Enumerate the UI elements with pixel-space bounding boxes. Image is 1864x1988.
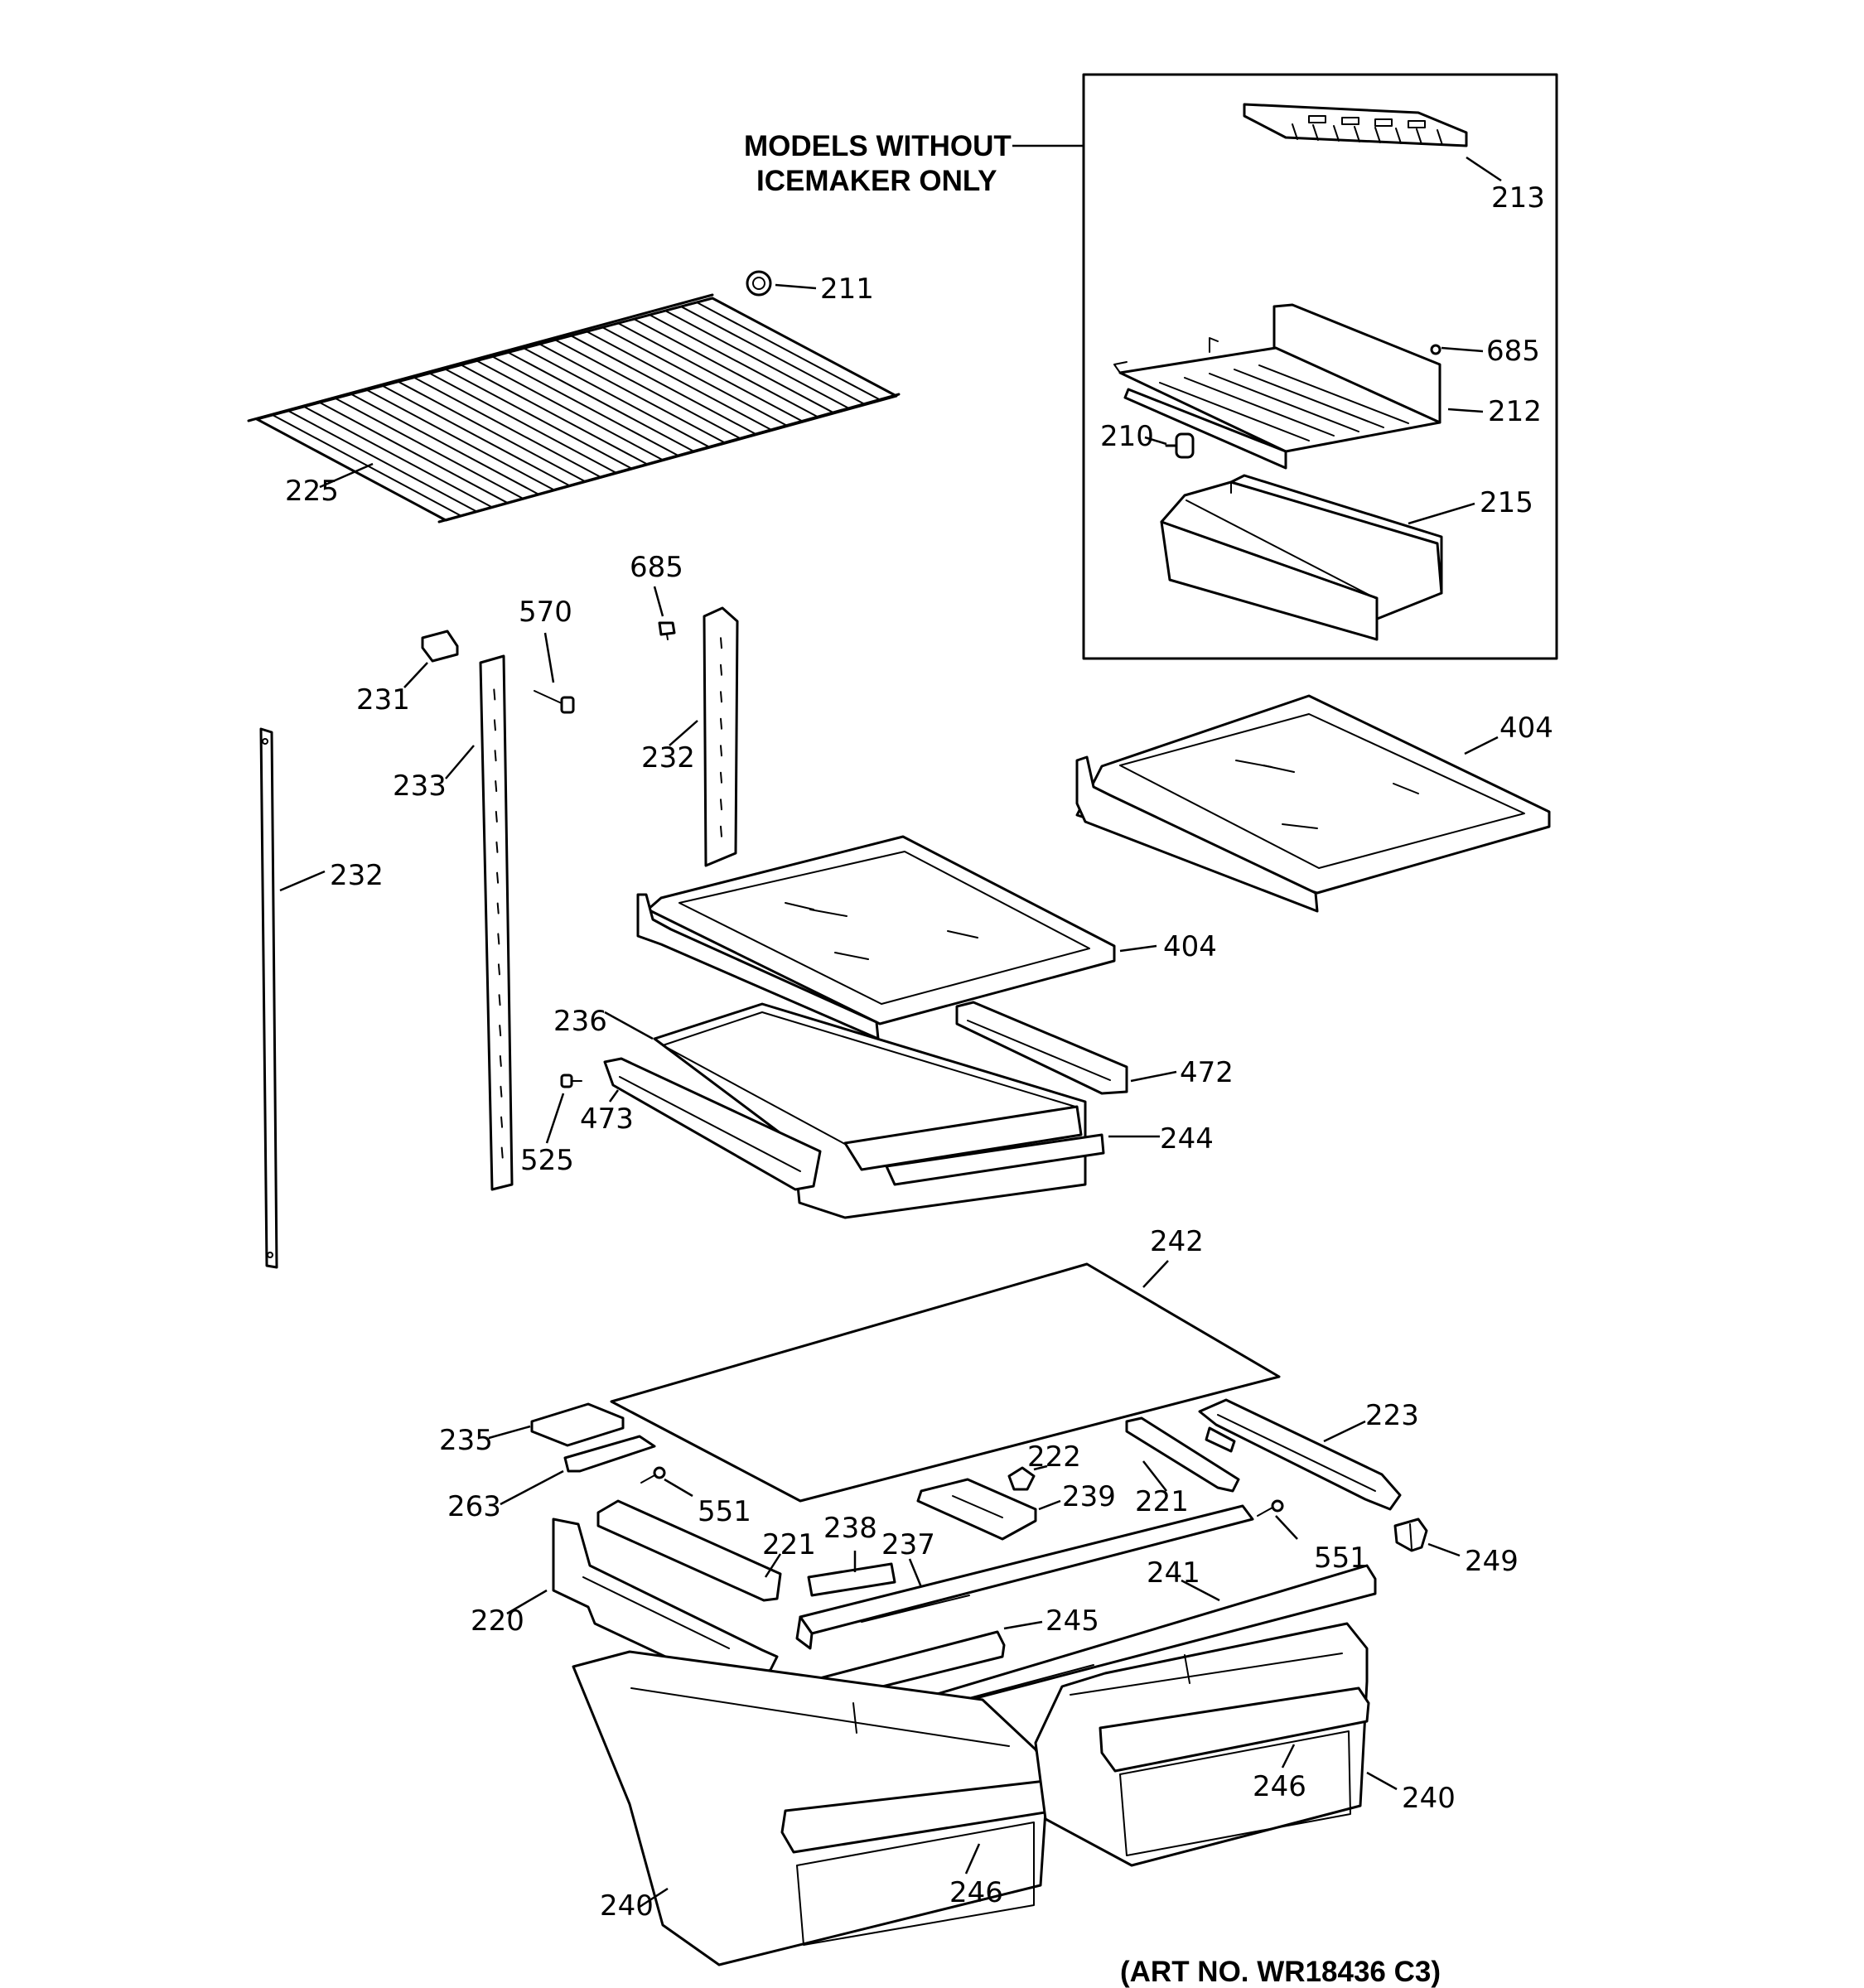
callout-242: 242 bbox=[1150, 1225, 1204, 1258]
callout-222: 222 bbox=[1027, 1440, 1081, 1474]
note-line-2: ICEMAKER ONLY bbox=[756, 165, 997, 197]
bracket-235: 235 bbox=[439, 1402, 625, 1457]
screw-551-left: 551 bbox=[640, 1466, 751, 1528]
screw-551-right: 551 bbox=[1257, 1499, 1368, 1575]
callout-472: 472 bbox=[1180, 1056, 1234, 1089]
rail-232-left: 232 bbox=[259, 727, 384, 1269]
screw-570: 570 bbox=[519, 596, 575, 714]
callout-246-right: 246 bbox=[1253, 1770, 1306, 1803]
callout-235: 235 bbox=[439, 1424, 493, 1457]
screw-685: 685 bbox=[630, 551, 683, 640]
bracket-239: 239 bbox=[916, 1478, 1116, 1541]
callout-232-mid: 232 bbox=[641, 741, 695, 774]
ladder-232-mid: 232 bbox=[641, 606, 739, 867]
slide-472: 472 bbox=[955, 1001, 1234, 1095]
screw-525: 525 bbox=[520, 1074, 582, 1177]
clip-685-box: 685 bbox=[1430, 335, 1540, 368]
drawer-244: 244 236 bbox=[553, 1002, 1214, 1219]
callout-239: 239 bbox=[1062, 1480, 1116, 1513]
glass-shelf-404-mid: 404 bbox=[636, 835, 1217, 1040]
callout-232-left: 232 bbox=[330, 859, 384, 892]
callout-221-left: 221 bbox=[762, 1528, 816, 1561]
note-line-1: MODELS WITHOUT bbox=[744, 130, 1012, 162]
callout-237: 237 bbox=[881, 1528, 935, 1561]
drawer-240-right: 246 240 bbox=[1034, 1622, 1456, 1867]
part-222: 222 bbox=[1007, 1440, 1081, 1491]
callout-210: 210 bbox=[1100, 420, 1154, 453]
icemaker-inset-box: MODELS WITHOUT ICEMAKER ONLY bbox=[744, 73, 1558, 660]
callout-525: 525 bbox=[520, 1144, 574, 1177]
ice-bin-215: 215 bbox=[1160, 474, 1533, 641]
label-238: 238 bbox=[807, 1512, 896, 1597]
wire-shelf-225: 225 bbox=[247, 293, 901, 524]
cap-211: 211 bbox=[746, 270, 874, 306]
callout-249: 249 bbox=[1465, 1545, 1519, 1578]
art-number: (ART NO. WR18436 C3) bbox=[1120, 1956, 1441, 1988]
bracket-231: 231 bbox=[356, 630, 459, 717]
callout-236: 236 bbox=[553, 1005, 607, 1038]
callout-211: 211 bbox=[820, 273, 874, 306]
callout-215: 215 bbox=[1480, 486, 1533, 519]
strip-221-right: 221 bbox=[1125, 1416, 1240, 1518]
callout-245: 245 bbox=[1045, 1604, 1099, 1638]
callout-570: 570 bbox=[519, 596, 572, 629]
callout-240-left: 240 bbox=[600, 1889, 654, 1923]
callout-246-left: 246 bbox=[949, 1876, 1003, 1909]
callout-225: 225 bbox=[285, 475, 339, 508]
glass-cover-242: 242 bbox=[610, 1225, 1281, 1503]
callout-685: 685 bbox=[630, 551, 683, 584]
bracket-263: 263 bbox=[447, 1435, 656, 1523]
callout-233: 233 bbox=[393, 770, 447, 803]
ice-tray-213: 213 bbox=[1243, 103, 1545, 215]
callout-685-box: 685 bbox=[1486, 335, 1540, 368]
callout-231: 231 bbox=[356, 683, 410, 717]
callout-404-right: 404 bbox=[1499, 712, 1553, 745]
callout-212: 212 bbox=[1488, 395, 1542, 428]
callout-221-right: 221 bbox=[1135, 1485, 1189, 1518]
glass-shelf-404-right: 404 bbox=[1075, 694, 1553, 913]
strip-221-left: 221 bbox=[596, 1499, 816, 1602]
callout-220: 220 bbox=[471, 1604, 524, 1638]
drawer-240-left: 246 240 bbox=[572, 1650, 1057, 1966]
callout-241: 241 bbox=[1147, 1556, 1200, 1590]
callout-551-left: 551 bbox=[698, 1495, 751, 1528]
ladder-233: 233 bbox=[393, 654, 514, 1191]
ice-rack-212: 212 bbox=[1113, 303, 1542, 470]
rail-223: 223 bbox=[1198, 1398, 1419, 1511]
callout-263: 263 bbox=[447, 1490, 501, 1523]
callout-240-right: 240 bbox=[1402, 1782, 1456, 1815]
knob-210: 210 bbox=[1100, 420, 1195, 459]
callout-223: 223 bbox=[1365, 1399, 1419, 1432]
callout-404-mid: 404 bbox=[1163, 930, 1217, 963]
callout-473: 473 bbox=[580, 1103, 634, 1136]
callout-244: 244 bbox=[1160, 1122, 1214, 1156]
callout-213: 213 bbox=[1491, 181, 1545, 215]
callout-238: 238 bbox=[823, 1512, 877, 1545]
slide-473: 473 bbox=[580, 1057, 822, 1191]
clip-249: 249 bbox=[1393, 1518, 1519, 1578]
rail-237: 237 bbox=[795, 1504, 1254, 1650]
